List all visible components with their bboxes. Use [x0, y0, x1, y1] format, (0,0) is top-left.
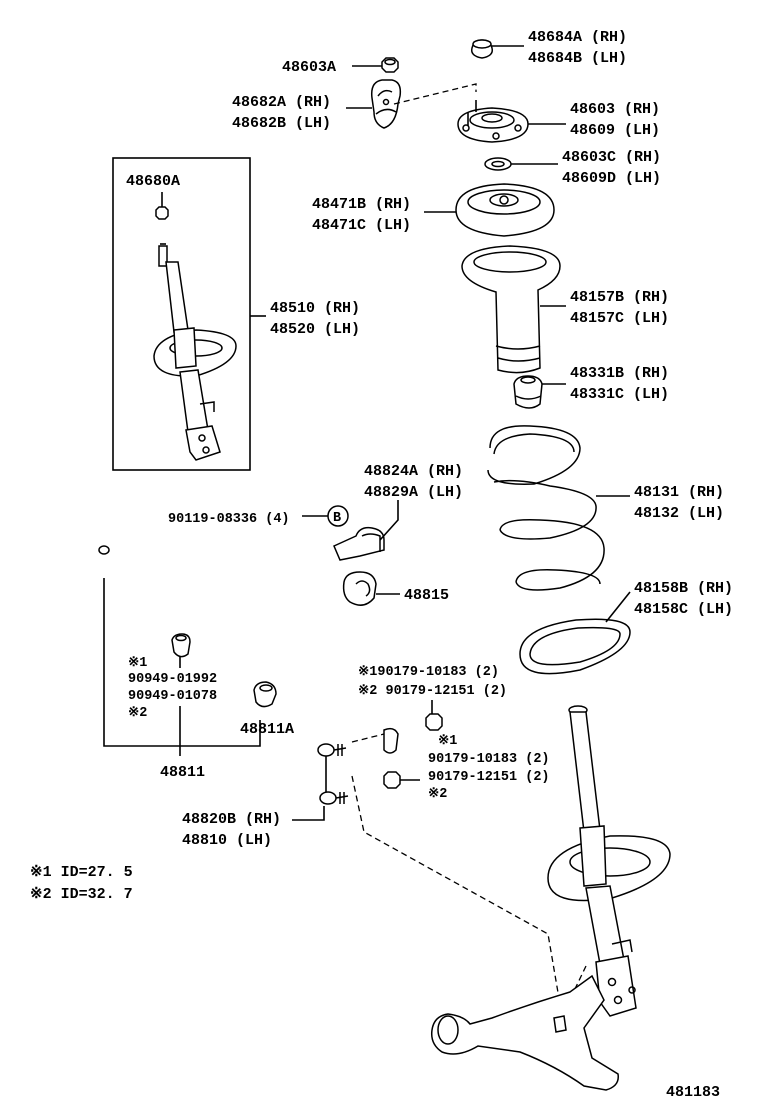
label-48131-rh: 48131 (RH) — [634, 484, 724, 501]
label-48684-lh: 48684B (LH) — [528, 50, 627, 67]
label-48158-lh: 48158C (LH) — [634, 601, 733, 618]
label-48603-rh: 48603 (RH) — [570, 101, 660, 118]
part-48131-coil-spring[interactable] — [487, 425, 605, 591]
part-48158-spring-insulator[interactable] — [519, 618, 631, 675]
label-48471-lh: 48471C (LH) — [312, 217, 411, 234]
label-48684-rh: 48684A (RH) — [528, 29, 627, 46]
label-48510-lh: 48520 (LH) — [270, 321, 360, 338]
note-id-1: ※1 ID=27. 5 — [30, 864, 133, 881]
label-48682-rh: 48682A (RH) — [232, 94, 331, 111]
label-48824-rh: 48824A (RH) — [364, 463, 463, 480]
part-48811-stabilizer-bar[interactable] — [97, 545, 399, 754]
label-48603c-lh: 48609D (LH) — [562, 170, 661, 187]
part-lower-control-arm[interactable] — [430, 974, 619, 1091]
label-90179-bot-12151: 90179-12151 (2) — [428, 770, 550, 785]
part-48815-bushing[interactable] — [342, 571, 377, 606]
strut-assembly-box — [112, 157, 251, 471]
label-90949-note1: ※1 — [128, 655, 147, 671]
label-90179-top-1: ※190179-10183 (2) — [358, 664, 499, 680]
part-90949-bushing[interactable] — [171, 633, 191, 658]
part-48510-strut[interactable] — [153, 243, 237, 461]
b-marker: B — [333, 511, 341, 526]
label-48471-rh: 48471B (RH) — [312, 196, 411, 213]
label-48157-lh: 48157C (LH) — [570, 310, 669, 327]
label-48603a: 48603A — [282, 59, 336, 76]
part-48603-upper-mount[interactable] — [457, 100, 529, 143]
label-48811a: 48811A — [240, 721, 294, 738]
label-48331-rh: 48331B (RH) — [570, 365, 669, 382]
part-48603a-nut[interactable] — [381, 57, 399, 73]
part-48820-stabilizer-link[interactable] — [317, 743, 349, 805]
label-90179-bot-10183: 90179-10183 (2) — [428, 752, 550, 767]
label-48815: 48815 — [404, 587, 449, 604]
label-48824-lh: 48829A (LH) — [364, 484, 463, 501]
part-48471-spring-seat[interactable] — [455, 183, 555, 237]
part-strut-assembly-installed[interactable] — [547, 705, 671, 1017]
label-90949-01078: 90949-01078 — [128, 689, 217, 704]
label-90179-bot-note2: ※2 — [428, 786, 447, 802]
part-48680a-nut[interactable] — [155, 206, 169, 220]
label-48510-rh: 48510 (RH) — [270, 300, 360, 317]
label-90119: 90119-08336 (4) — [168, 512, 290, 527]
part-48811a-bushing[interactable] — [253, 681, 277, 708]
part-48684-cap[interactable] — [470, 39, 494, 59]
label-48811: 48811 — [160, 764, 205, 781]
diagram-number: 481183 — [666, 1084, 720, 1101]
label-48331-lh: 48331C (LH) — [570, 386, 669, 403]
b-marker-circle — [327, 505, 349, 527]
part-90179-nut-top[interactable] — [425, 713, 443, 731]
label-48603-lh: 48609 (LH) — [570, 122, 660, 139]
label-48820-lh: 48810 (LH) — [182, 832, 272, 849]
label-48680a: 48680A — [126, 173, 180, 190]
label-48603c-rh: 48603C (RH) — [562, 149, 661, 166]
label-48158-rh: 48158B (RH) — [634, 580, 733, 597]
label-48820-rh: 48820B (RH) — [182, 811, 281, 828]
label-90949-01992: 90949-01992 — [128, 672, 217, 687]
label-90179-top-2: ※2 90179-12151 (2) — [358, 683, 507, 699]
label-48682-lh: 48682B (LH) — [232, 115, 331, 132]
note-id-2: ※2 ID=32. 7 — [30, 886, 133, 903]
part-48157-bump-boot[interactable] — [461, 245, 561, 374]
label-90949-note2: ※2 — [128, 705, 147, 721]
label-48157-rh: 48157B (RH) — [570, 289, 669, 306]
part-48824-bracket[interactable] — [333, 526, 385, 561]
label-90179-bot-note1: ※1 — [438, 733, 457, 749]
part-48331-bumper[interactable] — [513, 375, 543, 409]
label-48131-lh: 48132 (LH) — [634, 505, 724, 522]
part-90179-nut-bottom[interactable] — [383, 771, 401, 789]
part-48682-bracket[interactable] — [370, 79, 402, 129]
part-48603c-washer[interactable] — [484, 157, 512, 171]
